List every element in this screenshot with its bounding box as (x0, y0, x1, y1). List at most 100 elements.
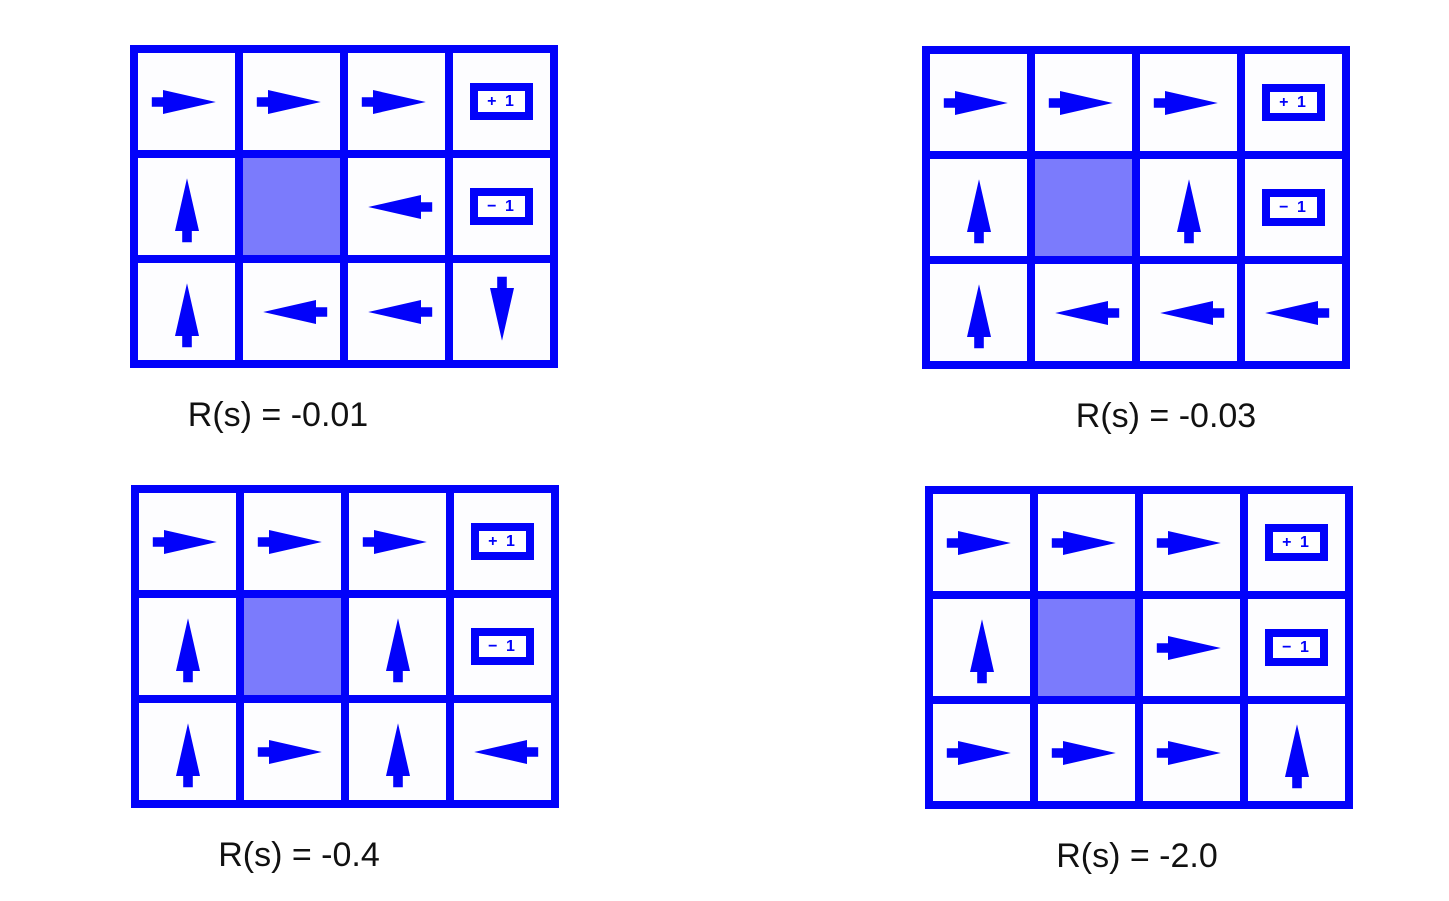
policy-cell-r1c3 (348, 53, 445, 150)
policy-cell-r2c3 (1143, 599, 1240, 696)
policy-cell-r3c4 (1245, 264, 1342, 361)
policy-cell-r3c4 (454, 703, 551, 800)
policy-figure-2: + 1 − 1 R(s) = -0.03 (922, 46, 1350, 436)
reward-caption-3: R(s) = -0.4 (218, 836, 380, 874)
arrow-right-icon (1051, 530, 1116, 555)
policy-cell-r2c1 (933, 599, 1030, 696)
terminal-plus-cell-r1c4: + 1 (1248, 494, 1345, 591)
plus-one-reward-badge: + 1 (1265, 524, 1328, 561)
policy-cell-r1c1 (138, 53, 235, 150)
policy-cell-r1c2 (1035, 54, 1132, 151)
policy-cell-r3c1 (933, 704, 1030, 801)
policy-cell-r3c2 (1035, 264, 1132, 361)
policy-cell-r2c1 (138, 158, 235, 255)
minus-one-reward-badge: − 1 (1262, 189, 1325, 226)
policy-cell-r3c3 (1143, 704, 1240, 801)
arrow-right-icon (946, 740, 1011, 765)
reward-caption-2: R(s) = -0.03 (1075, 397, 1257, 435)
gridworld-4: + 1 − 1 (925, 486, 1353, 809)
policy-cell-r3c1 (930, 264, 1027, 361)
policy-cell-r1c3 (349, 493, 446, 590)
policy-cell-r2c3 (349, 598, 446, 695)
arrow-right-icon (946, 530, 1011, 555)
policy-cell-r3c3 (348, 263, 445, 360)
arrow-right-icon (151, 89, 216, 114)
arrow-up-icon (175, 722, 200, 787)
minus-one-reward-badge: − 1 (470, 188, 533, 225)
arrow-up-icon (1176, 178, 1201, 243)
minus-one-reward-badge: − 1 (471, 628, 534, 665)
plus-one-reward-badge: + 1 (1262, 84, 1325, 121)
gridworld-1: + 1− 1 (130, 45, 558, 368)
arrow-right-icon (1153, 90, 1218, 115)
terminal-plus-cell-r1c4: + 1 (1245, 54, 1342, 151)
policy-cell-r3c4 (453, 263, 550, 360)
policy-cell-r2c1 (139, 598, 236, 695)
terminal-minus-cell-r2c4: − 1 (1248, 599, 1345, 696)
wall-cell-r2c2 (1035, 159, 1132, 256)
policy-cell-r3c1 (139, 703, 236, 800)
policy-cell-r3c2 (243, 263, 340, 360)
policy-cell-r2c3 (348, 158, 445, 255)
policy-figure-1: + 1− 1 R(s) = -0.01 (130, 45, 558, 435)
policy-cell-r1c3 (1143, 494, 1240, 591)
minus-one-reward-badge: − 1 (1265, 629, 1328, 666)
arrow-right-icon (257, 529, 322, 554)
arrow-up-icon (385, 722, 410, 787)
arrow-right-icon (361, 89, 426, 114)
policy-cell-r1c1 (930, 54, 1027, 151)
arrow-right-icon (256, 89, 321, 114)
arrow-left-icon (1264, 300, 1329, 325)
policy-cell-r2c1 (930, 159, 1027, 256)
policy-cell-r1c2 (1038, 494, 1135, 591)
policy-cell-r1c1 (139, 493, 236, 590)
policy-cell-r3c1 (138, 263, 235, 360)
arrow-right-icon (1156, 635, 1221, 660)
arrow-left-icon (262, 299, 327, 324)
wall-cell-r2c2 (1038, 599, 1135, 696)
policy-figure-3: + 1 − 1 R(s) = -0.4 (131, 485, 559, 875)
policy-cell-r3c4 (1248, 704, 1345, 801)
arrow-right-icon (362, 529, 427, 554)
gridworld-3: + 1 − 1 (131, 485, 559, 808)
arrow-up-icon (969, 618, 994, 683)
arrow-up-icon (385, 617, 410, 682)
arrow-up-icon (1284, 723, 1309, 788)
policy-cell-r1c3 (1140, 54, 1237, 151)
policy-cell-r3c3 (349, 703, 446, 800)
arrow-right-icon (1048, 90, 1113, 115)
arrow-up-icon (966, 178, 991, 243)
arrow-left-icon (367, 299, 432, 324)
plus-one-reward-badge: + 1 (471, 523, 534, 560)
arrow-up-icon (175, 617, 200, 682)
terminal-minus-cell-r2c4: − 1 (453, 158, 550, 255)
arrow-right-icon (1156, 740, 1221, 765)
terminal-minus-cell-r2c4: − 1 (1245, 159, 1342, 256)
arrow-up-icon (174, 282, 199, 347)
policy-cell-r3c2 (244, 703, 341, 800)
policy-cell-r1c2 (244, 493, 341, 590)
policy-cell-r2c3 (1140, 159, 1237, 256)
arrow-right-icon (1051, 740, 1116, 765)
arrow-right-icon (152, 529, 217, 554)
arrow-left-icon (1159, 300, 1224, 325)
policy-cell-r1c1 (933, 494, 1030, 591)
wall-cell-r2c2 (244, 598, 341, 695)
terminal-minus-cell-r2c4: − 1 (454, 598, 551, 695)
arrow-up-icon (174, 177, 199, 242)
reward-caption-4: R(s) = -2.0 (1056, 837, 1218, 875)
arrow-up-icon (966, 283, 991, 348)
wall-cell-r2c2 (243, 158, 340, 255)
arrow-left-icon (1054, 300, 1119, 325)
terminal-plus-cell-r1c4: + 1 (454, 493, 551, 590)
gridworld-2: + 1 − 1 (922, 46, 1350, 369)
arrow-right-icon (1156, 530, 1221, 555)
policy-cell-r3c2 (1038, 704, 1135, 801)
arrow-left-icon (367, 194, 432, 219)
policy-cell-r1c2 (243, 53, 340, 150)
arrow-down-icon (489, 276, 514, 341)
arrow-right-icon (943, 90, 1008, 115)
policy-figure-4: + 1 − 1 R(s) = -2.0 (925, 486, 1353, 876)
arrow-left-icon (473, 739, 538, 764)
reward-caption-1: R(s) = -0.01 (187, 396, 369, 434)
